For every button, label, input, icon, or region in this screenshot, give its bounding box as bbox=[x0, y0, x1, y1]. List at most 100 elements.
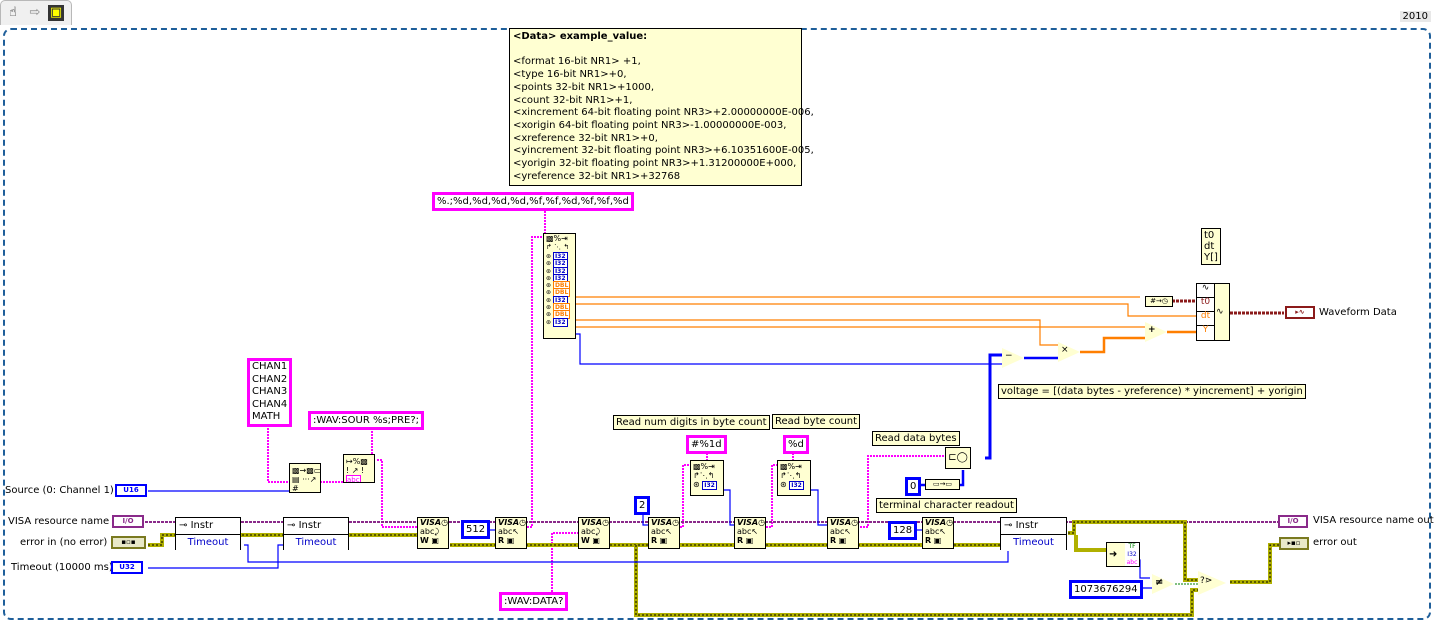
visa-resource-label: VISA resource name bbox=[8, 516, 110, 527]
subtract-node[interactable] bbox=[1002, 348, 1024, 368]
error-code-constant[interactable]: 1073676294 bbox=[1069, 580, 1143, 599]
channel-list-constant[interactable]: CHAN1 CHAN2 CHAN3 CHAN4 MATH bbox=[247, 358, 293, 427]
visa-write-preamble[interactable]: VISA◷abc⤸W ▣ bbox=[417, 517, 449, 549]
add-symbol: + bbox=[1148, 325, 1156, 335]
subtract-symbol: − bbox=[1005, 351, 1013, 361]
scan-num-digits-node[interactable]: ▩%⇥↱⋱↰⊛ I32 bbox=[690, 460, 724, 496]
comment-line: <type 16-bit NR1>+0, bbox=[513, 69, 627, 81]
type-string: abc bbox=[1126, 559, 1138, 566]
input-dt: dt bbox=[1197, 312, 1214, 326]
comment-line: <count 32-bit NR1>+1, bbox=[513, 94, 633, 106]
comment-line: <xreference 32-bit NR1>+0, bbox=[513, 132, 658, 144]
read-count-512[interactable]: 512 bbox=[461, 520, 491, 539]
scan-output-row: ⊛ I32 bbox=[544, 266, 575, 276]
error-in-control[interactable]: ▪▫▪ bbox=[111, 536, 146, 549]
scan-byte-count-node[interactable]: ▩%⇥↱⋱↰⊛ I32 bbox=[777, 460, 811, 496]
multiply-node[interactable] bbox=[1058, 342, 1080, 362]
comment-line: <yorigin 32-bit floating point NR3>+1.31… bbox=[513, 158, 797, 170]
property-class: Instr bbox=[298, 520, 322, 531]
visa-read-terminator[interactable]: VISA◷abc↖R ▣ bbox=[922, 517, 954, 549]
property-node-timeout-restore[interactable]: ⊸ Instr Timeout bbox=[1000, 517, 1067, 551]
not-equal-node[interactable] bbox=[1152, 574, 1174, 594]
pick-line-node[interactable]: ▩→▩▭▤ ···↗# bbox=[289, 463, 321, 493]
scan-format-constant[interactable]: %.;%d,%d,%d,%d,%f,%f,%d,%f,%f,%d bbox=[432, 192, 634, 211]
error-in-label: error in (no error) bbox=[20, 537, 108, 548]
vi-icon[interactable]: ▣ bbox=[48, 5, 64, 21]
num-digits-format-constant[interactable]: #%1d bbox=[686, 435, 727, 454]
output-type-tag: I32 bbox=[552, 317, 568, 327]
input-t0: t0 bbox=[1197, 298, 1214, 312]
scan-from-string-node[interactable]: ▩%⇥ ↱ ⋱ ↰ ⊛ I32⊛ I32⊛ I32⊛ I32⊛ DBL⊛ DBL… bbox=[543, 233, 576, 339]
operate-hand-icon[interactable]: ☝ bbox=[9, 5, 17, 20]
select-symbol: ?⋗ bbox=[1200, 576, 1213, 586]
arrow-icon: ➜ bbox=[1109, 549, 1118, 560]
property-node-timeout-write[interactable]: ⊸ Instr Timeout bbox=[283, 517, 349, 551]
property-node-timeout-read[interactable]: ⊸ Instr Timeout bbox=[175, 517, 241, 551]
wire-error bbox=[1074, 535, 1106, 552]
source-control[interactable]: U16 bbox=[115, 484, 147, 497]
wire-dbl bbox=[576, 303, 1196, 317]
wire-string bbox=[267, 428, 290, 483]
read-num-digits-comment: Read num digits in byte count bbox=[613, 415, 770, 430]
read-count-128[interactable]: 128 bbox=[888, 521, 918, 540]
to-timestamp-node[interactable]: #→◷ bbox=[1145, 296, 1173, 307]
not-equal-symbol: ≠ bbox=[1155, 577, 1164, 588]
select-node[interactable] bbox=[1198, 571, 1226, 595]
input-terminal-icon: ⊛ bbox=[546, 296, 553, 304]
error-out-indicator[interactable]: ▸▪▫ bbox=[1279, 537, 1309, 550]
wire-int bbox=[985, 353, 1002, 460]
visa-resource-control[interactable]: I/O bbox=[112, 515, 144, 528]
wire-error bbox=[635, 545, 1200, 616]
scan-output-row: ⊛ DBL bbox=[544, 310, 575, 320]
comment-line: <points 32-bit NR1>+1000, bbox=[513, 81, 655, 93]
input-terminal-icon: ⊛ bbox=[546, 267, 553, 275]
comment-line: <yreference 32-bit NR1>+32768 bbox=[513, 170, 681, 182]
wire-int bbox=[576, 333, 1002, 365]
input-terminal-icon: ⊛ bbox=[546, 289, 553, 297]
scan-output-row: ⊛ I32 bbox=[544, 295, 575, 305]
key-icon: ⊸ bbox=[1004, 520, 1016, 531]
voltage-formula-comment: voltage = [(data bytes - yreference) * y… bbox=[998, 384, 1306, 399]
format-into-string-node[interactable]: ↦%▩! ↗ !abc bbox=[343, 454, 375, 483]
key-icon: ⊸ bbox=[287, 520, 299, 531]
waveform-cluster-legend: t0 dt Y[] bbox=[1201, 228, 1221, 265]
zero-constant[interactable]: 0 bbox=[905, 477, 922, 496]
visa-resource-out-label: VISA resource name out bbox=[1313, 515, 1434, 526]
property-timeout[interactable]: Timeout bbox=[284, 535, 348, 551]
terminal-char-comment: terminal character readout bbox=[876, 498, 1017, 513]
scan-output-row: ⊛ I32 bbox=[544, 252, 575, 261]
read-count-2[interactable]: 2 bbox=[634, 496, 651, 515]
to-byte-array-node[interactable]: ▭→▭ bbox=[925, 479, 960, 490]
byte-count-format-constant[interactable]: %d bbox=[783, 435, 809, 454]
key-icon: ⊸ bbox=[179, 520, 191, 531]
visa-read-preamble[interactable]: VISA◷abc↖R ▣ bbox=[495, 517, 527, 549]
visa-read-header[interactable]: VISA◷abc↖R ▣ bbox=[648, 517, 680, 549]
comment-line: <xincrement 64-bit floating point NR3>+2… bbox=[513, 107, 814, 119]
arrow-icon[interactable]: ⇨ bbox=[29, 5, 41, 20]
scan-output-row: ⊛ I32 bbox=[544, 317, 575, 327]
comment-title: <Data> example_value: bbox=[513, 31, 648, 42]
visa-read-bytes[interactable]: VISA◷abc↖R ▣ bbox=[827, 517, 859, 549]
property-timeout[interactable]: Timeout bbox=[176, 535, 240, 551]
waveform-icon: ∿ bbox=[1197, 284, 1214, 298]
visa-read-digits[interactable]: VISA◷abc↖R ▣ bbox=[734, 517, 766, 549]
unbundle-error-node[interactable]: ➜ TF I32 abc bbox=[1106, 542, 1140, 567]
property-class: Instr bbox=[1015, 520, 1039, 531]
input-terminal-icon: ⊛ bbox=[546, 260, 553, 268]
waveform-indicator[interactable]: ▸∿ bbox=[1285, 306, 1315, 319]
add-node[interactable] bbox=[1145, 322, 1167, 342]
visa-resource-out-indicator[interactable]: I/O bbox=[1278, 515, 1308, 528]
input-terminal-icon: ⊛ bbox=[546, 304, 553, 312]
scan-output-row: ⊛ DBL bbox=[544, 281, 575, 291]
wire-error bbox=[1230, 543, 1280, 584]
visa-write-data[interactable]: VISA◷abc⤸W ▣ bbox=[578, 517, 610, 549]
input-terminal-icon: ⊛ bbox=[546, 282, 553, 290]
build-waveform-node[interactable]: ∿ t0 dt Y ∿ bbox=[1196, 283, 1230, 341]
wav-data-constant[interactable]: :WAV:DATA? bbox=[499, 592, 569, 611]
wav-sour-constant[interactable]: :WAV:SOUR %s;PRE?; bbox=[308, 411, 425, 430]
timeout-control[interactable]: U32 bbox=[111, 561, 143, 574]
property-timeout[interactable]: Timeout bbox=[1001, 535, 1066, 551]
scan-output-row: ⊛ DBL bbox=[544, 288, 575, 298]
type-cast-node[interactable]: ⊏◯ bbox=[945, 447, 971, 469]
scan-output-row: ⊛ I32 bbox=[544, 273, 575, 283]
